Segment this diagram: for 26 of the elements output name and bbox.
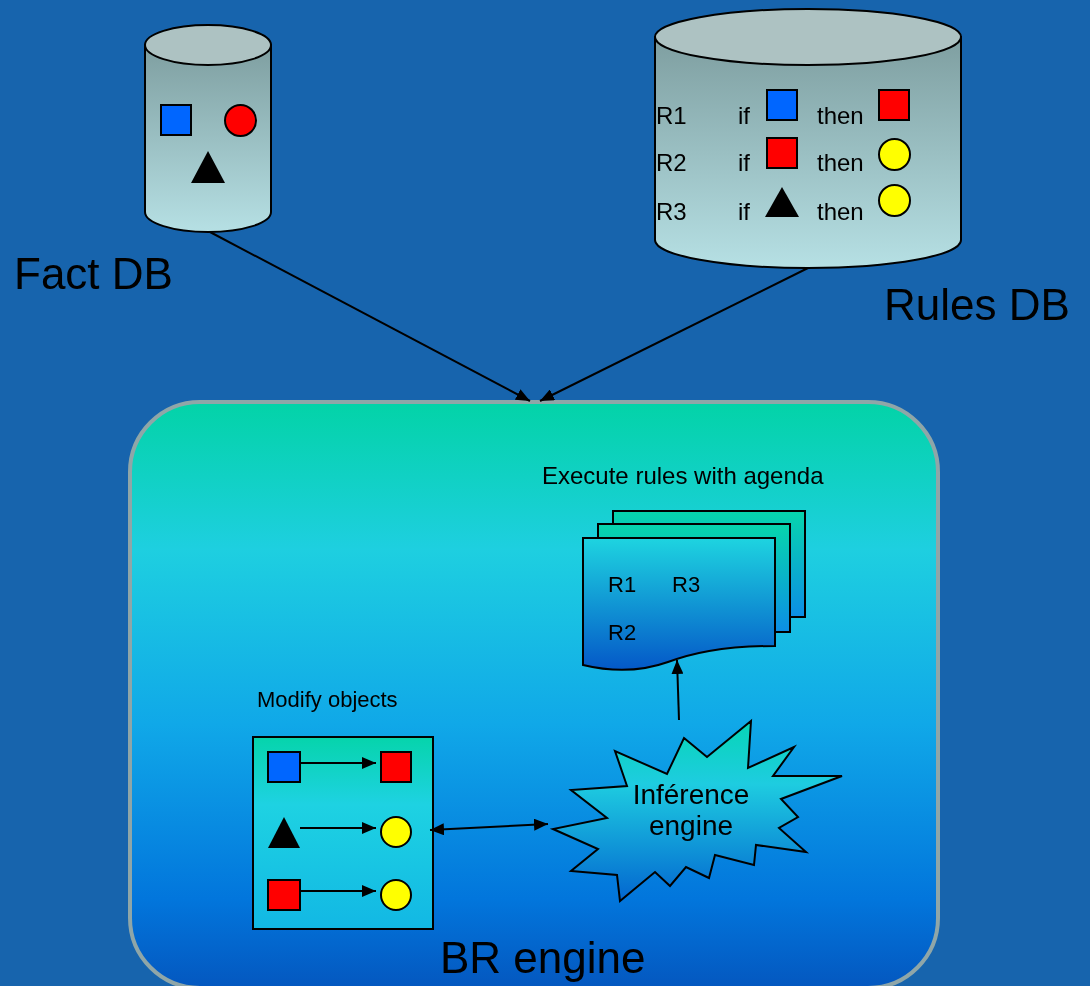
rule-id: R3 [672, 573, 701, 598]
arrow [209, 231, 531, 402]
rule-keyword: then [817, 103, 864, 130]
engine-label: Inférence engine [631, 780, 751, 842]
database-label: Rules DB [884, 281, 1070, 330]
engine-container [128, 400, 940, 986]
arrow [299, 757, 377, 769]
rule-keyword: if [738, 103, 750, 130]
rule-id: R1 [608, 573, 637, 598]
agenda-title: Execute rules with agenda [542, 463, 824, 490]
arrow [429, 818, 549, 836]
rule-keyword: then [817, 150, 864, 177]
rule-keyword: if [738, 150, 750, 177]
rule-id: R3 [656, 199, 687, 226]
rule-keyword: then [817, 199, 864, 226]
arrow [539, 267, 809, 402]
panel-title: Modify objects [257, 688, 398, 713]
engine-label: BR engine [440, 934, 646, 983]
database-label: Fact DB [14, 250, 173, 299]
rule-id: R2 [656, 150, 687, 177]
rule-keyword: if [738, 199, 750, 226]
arrow [671, 659, 684, 721]
rule-id: R1 [656, 103, 687, 130]
rule-id: R2 [608, 621, 637, 646]
arrow [299, 822, 377, 834]
arrow [299, 885, 377, 897]
